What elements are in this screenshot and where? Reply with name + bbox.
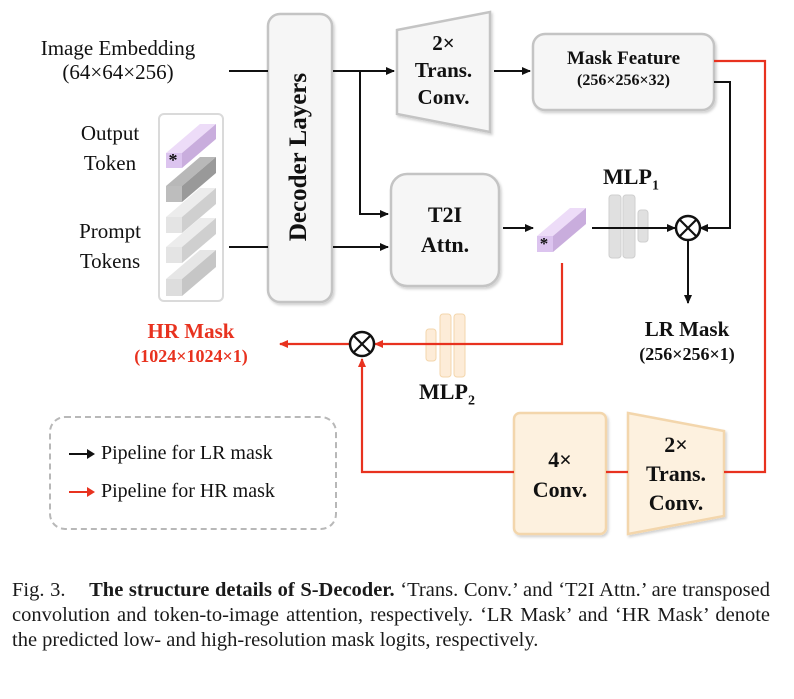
black-arrow-icon	[69, 448, 95, 459]
mask-feature-dims: (256×256×32)	[577, 72, 670, 90]
legend-item-hr: Pipeline for HR mask	[69, 480, 275, 503]
trans-conv-bottom-line2: Trans.	[645, 461, 707, 486]
output-token-label: Output Token	[60, 118, 160, 178]
lr-arrow-decoder-branch-to-t2i	[359, 71, 389, 218]
hr-mask-title: HR Mask	[147, 319, 235, 343]
mlp1-subscript: 1	[651, 178, 659, 194]
hr-arrow-token-to-multiply	[374, 263, 564, 348]
conv-4x-block	[512, 411, 608, 536]
image-embedding-dims: (64×64×256)	[62, 59, 174, 84]
caption-title: The structure details of S-Decoder.	[89, 579, 395, 601]
image-embedding-title: Image Embedding	[40, 36, 196, 60]
legend-label-hr: Pipeline for HR mask	[101, 480, 275, 502]
hr-arrow-conv-to-multiply	[358, 358, 514, 474]
mlp1-text: MLP	[603, 164, 652, 189]
lr-arrow-maskfeature-to-multiply	[699, 81, 731, 232]
trans-conv-top-block	[395, 10, 492, 134]
refined-token-marker: *	[539, 234, 549, 253]
prompt-tokens-line1: Prompt	[79, 219, 141, 243]
mlp2-label: MLP2	[412, 379, 482, 409]
t2i-attn-line1: T2I	[427, 202, 463, 227]
mlp1-layers	[608, 194, 649, 259]
diagram-canvas	[158, 10, 767, 536]
decoder-layers-block	[266, 12, 334, 304]
output-token-line1: Output	[80, 121, 140, 145]
conv-4x-label: 4× Conv.	[514, 445, 606, 505]
t2i-attn-label: T2I Attn.	[391, 200, 499, 260]
mlp2-layers	[425, 313, 466, 378]
prompt-token-bar	[166, 218, 216, 263]
trans-conv-top-line3: Conv.	[417, 85, 470, 109]
t2i-attn-line2: Attn.	[420, 232, 470, 257]
lr-mask-label: LR Mask (256×256×1)	[612, 317, 762, 364]
output-token-line2: Token	[83, 151, 137, 175]
lr-mask-title: LR Mask	[644, 317, 730, 341]
trans-conv-bottom-label: 2× Trans. Conv.	[628, 430, 724, 517]
t2i-attn-block	[389, 172, 501, 288]
legend: Pipeline for LR mask Pipeline for HR mas…	[49, 416, 337, 530]
decoder-layers-label: Decoder Layers	[285, 72, 312, 242]
token-bar-dark	[166, 157, 216, 202]
output-token-bar	[166, 124, 216, 168]
multiply-op-hr	[348, 330, 376, 358]
conv-4x-line1: 4×	[548, 447, 572, 472]
conv-4x-line2: Conv.	[532, 477, 588, 502]
trans-conv-bottom-line3: Conv.	[648, 490, 704, 515]
legend-label-lr: Pipeline for LR mask	[101, 442, 273, 464]
prompt-token-bar	[166, 188, 216, 233]
mlp2-text: MLP	[419, 379, 468, 404]
hr-mask-dims: (1024×1024×1)	[134, 345, 248, 366]
trans-conv-bottom-line1: 2×	[664, 432, 688, 457]
trans-conv-top-line2: Trans.	[414, 58, 473, 82]
s-decoder-diagram: Image Embedding (64×64×256) Output Token…	[18, 10, 767, 536]
mask-feature-title: Mask Feature	[566, 48, 681, 69]
hr-line-maskfeature-to-transconv	[714, 59, 767, 474]
prompt-tokens-line2: Tokens	[79, 249, 141, 273]
trans-conv-bottom-block	[626, 411, 726, 536]
caption-body: ‘Trans. Conv.’ and ‘T2I Attn.’ are trans…	[12, 579, 770, 651]
trans-conv-top-label: 2× Trans. Conv.	[397, 30, 490, 111]
mask-feature-block	[531, 32, 716, 112]
multiply-op-lr	[674, 214, 702, 242]
prompt-token-bar	[166, 250, 216, 296]
hr-mask-label: HR Mask (1024×1024×1)	[113, 319, 269, 366]
red-arrow-icon	[69, 486, 95, 497]
image-embedding-label: Image Embedding (64×64×256)	[18, 36, 218, 84]
prompt-tokens-label: Prompt Tokens	[60, 216, 160, 276]
legend-item-lr: Pipeline for LR mask	[69, 442, 273, 465]
caption-fig-label: Fig. 3.	[12, 579, 66, 601]
output-token-marker: *	[168, 150, 178, 170]
figure-caption: Fig. 3. The structure details of S-Decod…	[12, 578, 770, 653]
trans-conv-top-line1: 2×	[432, 31, 455, 55]
mlp1-label: MLP1	[596, 164, 666, 194]
lr-mask-dims: (256×256×1)	[639, 343, 735, 364]
mask-feature-label: Mask Feature (256×256×32)	[533, 48, 714, 90]
refined-output-token	[537, 208, 586, 252]
mlp2-subscript: 2	[467, 393, 475, 409]
